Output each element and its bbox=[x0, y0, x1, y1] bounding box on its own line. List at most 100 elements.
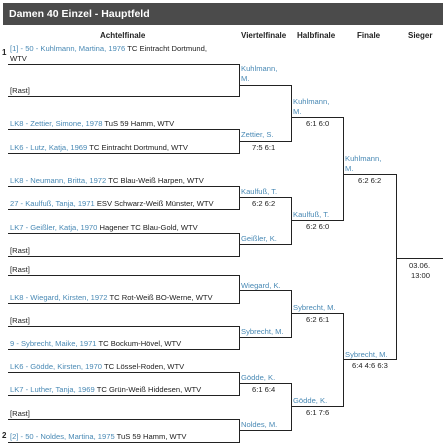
player-link[interactable]: 9 - Sybrecht, Maike, 1971 bbox=[10, 339, 97, 348]
match-score: 6:2 6:2 bbox=[358, 176, 382, 185]
player-club: TC Blau-Weiß Harpen, WTV bbox=[106, 176, 204, 185]
bracket-line bbox=[8, 326, 239, 327]
sf-winner-name[interactable]: Sybrecht, M. bbox=[293, 303, 336, 312]
final-player-name-cont[interactable]: M. bbox=[345, 164, 354, 173]
bracket-line bbox=[8, 349, 239, 350]
player-entry: LK7 - Geißler, Katja, 1970 Hagener TC Bl… bbox=[10, 222, 198, 233]
player-entry: [2] - 50 - Noldes, Martina, 1975 TuS 59 … bbox=[10, 431, 186, 442]
player-club: ESV Schwarz-Weiß Münster, WTV bbox=[94, 199, 214, 208]
header-viertelfinale: Viertelfinale bbox=[241, 31, 287, 40]
bracket-line bbox=[292, 406, 344, 407]
bracket-connector bbox=[239, 275, 240, 304]
bracket-line bbox=[240, 337, 292, 338]
player-entry: LK6 - Lutz, Katja, 1969 TC Eintracht Dor… bbox=[10, 142, 188, 153]
bracket-line bbox=[240, 244, 292, 245]
qf-winner-name[interactable]: Gödde, K. bbox=[241, 373, 276, 382]
page-title: Damen 40 Einzel - Hauptfeld bbox=[3, 3, 443, 25]
player-club: TuS 59 Hamm, WTV bbox=[102, 119, 175, 128]
bye-entry: [Rast] bbox=[10, 246, 30, 255]
bracket-connector bbox=[239, 129, 240, 154]
bracket-line bbox=[240, 430, 292, 431]
bracket-line bbox=[8, 129, 239, 130]
player-entry: LK8 - Zettier, Simone, 1978 TuS 59 Hamm,… bbox=[10, 118, 174, 129]
bracket-connector bbox=[396, 174, 397, 360]
sf-winner-name[interactable]: Kaulfuß, T. bbox=[293, 210, 330, 219]
match-score: 6:1 7:6 bbox=[306, 408, 330, 417]
qf-winner-name[interactable]: Kaulfuß, T. bbox=[241, 187, 278, 196]
player-entry: 27 - Kaulfuß, Tanja, 1971 ESV Schwarz-We… bbox=[10, 198, 214, 209]
bracket-line bbox=[292, 117, 344, 118]
bye-entry: [Rast] bbox=[10, 316, 30, 325]
player-entry: 9 - Sybrecht, Maike, 1971 TC Bockum-Höve… bbox=[10, 338, 181, 349]
bye-entry: [Rast] bbox=[10, 86, 30, 95]
player-club-cont: WTV bbox=[10, 54, 27, 63]
bracket-line bbox=[240, 141, 292, 142]
player-club: TC Eintracht Dortmund, WTV bbox=[87, 143, 188, 152]
bye-entry: [Rast] bbox=[10, 409, 30, 418]
seed-1: 1 bbox=[2, 48, 7, 57]
qf-winner-name[interactable]: Wiegard, K. bbox=[241, 281, 281, 290]
match-score: 6:1 6:4 bbox=[252, 385, 276, 394]
player-link[interactable]: LK8 - Zettier, Simone, 1978 bbox=[10, 119, 103, 128]
player-link[interactable]: LK6 - Lutz, Katja, 1969 bbox=[10, 143, 88, 152]
qf-winner-name[interactable]: Geißler, K. bbox=[241, 234, 277, 243]
final-player-name[interactable]: Sybrecht, M. bbox=[345, 350, 388, 359]
player-entry: LK8 - Wiegard, Kirsten, 1972 TC Rot-Weiß… bbox=[10, 292, 213, 303]
bracket-connector bbox=[343, 313, 344, 407]
match-score: 6:2 6:2 bbox=[252, 199, 276, 208]
bracket-line bbox=[8, 419, 239, 420]
match-score: 6:1 6:0 bbox=[306, 119, 330, 128]
sf-winner-name[interactable]: Kuhlmann, bbox=[293, 97, 330, 106]
player-link[interactable]: LK7 - Geißler, Katja, 1970 bbox=[10, 223, 98, 232]
player-link[interactable]: [2] - 50 - Noldes, Martina, 1975 bbox=[10, 432, 115, 441]
seed-2: 2 bbox=[2, 431, 7, 440]
bracket-line bbox=[8, 256, 239, 257]
player-link[interactable]: LK6 - Gödde, Kirsten, 1970 bbox=[10, 362, 103, 371]
player-club: TC Bockum-Hövel, WTV bbox=[96, 339, 182, 348]
qf-winner-name[interactable]: Sybrecht, M. bbox=[241, 327, 284, 336]
bracket-connector bbox=[291, 290, 292, 338]
player-link[interactable]: [1] - 50 - Kuhlmann, Martina, 1976 bbox=[10, 44, 126, 53]
bracket-connector bbox=[291, 85, 292, 142]
bracket-line bbox=[292, 313, 344, 314]
bracket-line bbox=[8, 372, 239, 373]
bracket-connector bbox=[239, 419, 240, 443]
bracket-line bbox=[8, 395, 239, 396]
player-club: TC Lössel-Roden, WTV bbox=[102, 362, 185, 371]
qf-winner-name[interactable]: Noldes, M. bbox=[241, 420, 278, 429]
bracket-line bbox=[8, 275, 239, 276]
bracket-connector bbox=[291, 383, 292, 431]
header-halbfinale: Halbfinale bbox=[297, 31, 336, 40]
player-link[interactable]: LK7 - Luther, Tanja, 1969 bbox=[10, 385, 95, 394]
player-entry: LK8 - Neumann, Britta, 1972 TC Blau-Weiß… bbox=[10, 175, 204, 186]
final-player-name[interactable]: Kuhlmann, bbox=[345, 154, 382, 163]
qf-winner-name[interactable]: Kuhlmann, bbox=[241, 64, 278, 73]
bracket-connector bbox=[239, 233, 240, 257]
player-entry: LK6 - Gödde, Kirsten, 1970 TC Lössel-Rod… bbox=[10, 361, 184, 372]
bracket-line bbox=[240, 197, 292, 198]
match-score: 6:2 6:0 bbox=[306, 222, 330, 231]
bracket-connector bbox=[343, 117, 344, 221]
bracket-line bbox=[240, 85, 292, 86]
match-score: 6:4 4:6 6:3 bbox=[352, 361, 388, 370]
player-link[interactable]: LK8 - Wiegard, Kirsten, 1972 bbox=[10, 293, 108, 302]
sf-winner-name[interactable]: Gödde, K. bbox=[293, 396, 328, 405]
player-club: TC Grün-Weiß Hiddesen, WTV bbox=[94, 385, 202, 394]
bracket-line bbox=[8, 96, 239, 97]
player-link[interactable]: 27 - Kaulfuß, Tanja, 1971 bbox=[10, 199, 95, 208]
bracket-line bbox=[240, 290, 292, 291]
match-date: 03.06. bbox=[409, 261, 431, 270]
bracket-line bbox=[8, 186, 239, 187]
sf-winner-name-cont[interactable]: M. bbox=[293, 107, 302, 116]
header-sieger: Sieger bbox=[408, 31, 433, 40]
player-link[interactable]: LK8 - Neumann, Britta, 1972 bbox=[10, 176, 107, 185]
bracket-line bbox=[344, 174, 397, 175]
player-club: Hagener TC Blau-Gold, WTV bbox=[97, 223, 198, 232]
bracket-line bbox=[397, 258, 443, 259]
qf-winner-name-cont[interactable]: M. bbox=[241, 74, 250, 83]
bye-entry: [Rast] bbox=[10, 265, 30, 274]
header-achtelfinale: Achtelfinale bbox=[100, 31, 146, 40]
header-finale: Finale bbox=[357, 31, 381, 40]
player-entry: LK7 - Luther, Tanja, 1969 TC Grün-Weiß H… bbox=[10, 384, 201, 395]
qf-winner-name[interactable]: Zettier, S. bbox=[241, 130, 274, 139]
